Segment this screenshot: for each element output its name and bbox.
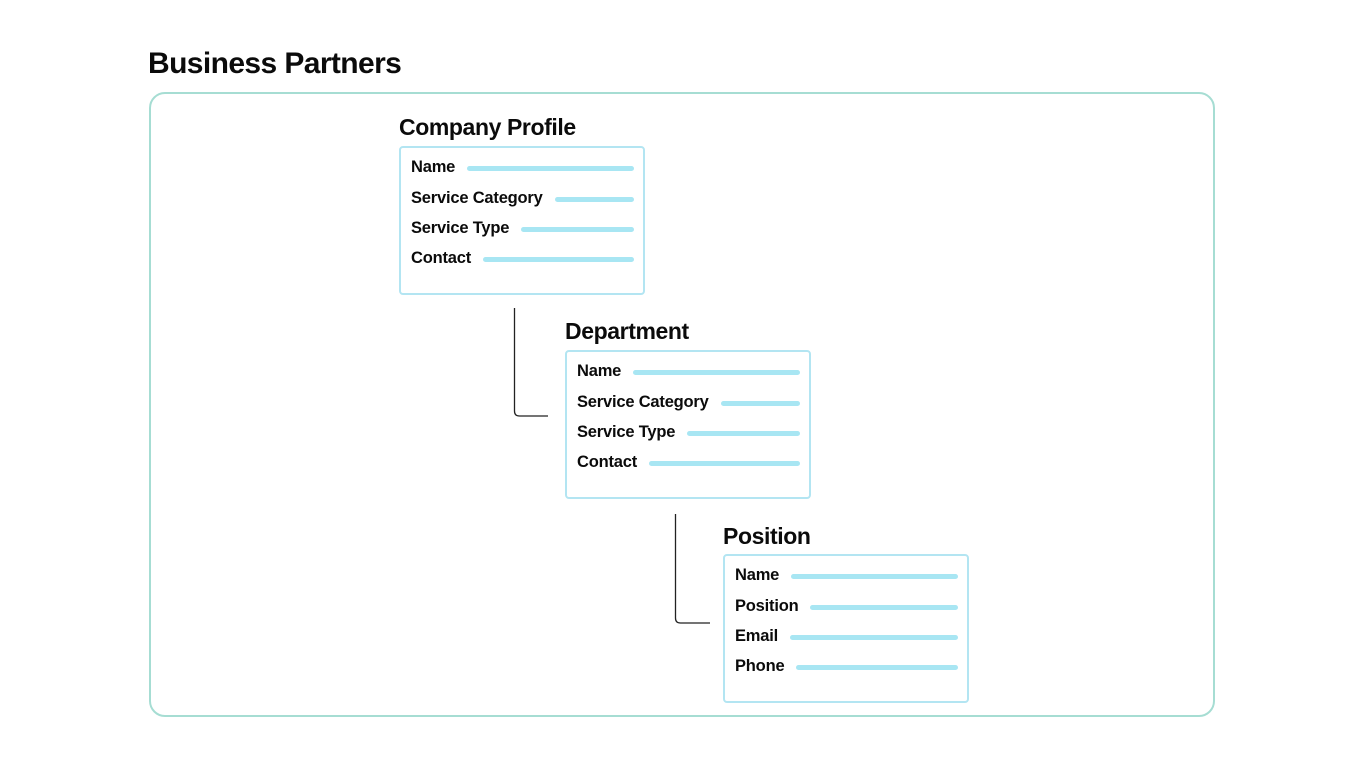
department-field-name: Name	[577, 360, 800, 382]
field-value-placeholder	[649, 461, 800, 466]
company-field-contact: Contact	[411, 247, 634, 269]
field-value-placeholder	[720, 401, 800, 406]
position-field-position: Position	[735, 595, 958, 617]
department-card: Name Service Category Service Type Conta…	[565, 350, 811, 499]
field-label: Phone	[735, 656, 785, 675]
diagram-frame	[149, 92, 1215, 717]
company-profile-title: Company Profile	[399, 114, 576, 140]
field-label: Service Category	[411, 188, 543, 207]
field-value-placeholder	[790, 635, 958, 640]
field-value-placeholder	[796, 665, 958, 670]
company-field-service-category: Service Category	[411, 187, 634, 209]
field-label: Service Type	[577, 422, 676, 441]
field-label: Position	[735, 596, 799, 615]
position-field-name: Name	[735, 564, 958, 586]
field-value-placeholder	[791, 574, 958, 579]
field-value-placeholder	[554, 197, 634, 202]
field-value-placeholder	[483, 257, 634, 262]
department-field-service-category: Service Category	[577, 391, 800, 413]
field-value-placeholder	[521, 227, 634, 232]
page-title: Business Partners	[148, 47, 402, 80]
field-label: Name	[411, 157, 456, 176]
field-label: Service Category	[577, 392, 709, 411]
field-value-placeholder	[810, 605, 958, 610]
field-value-placeholder	[633, 370, 800, 375]
field-label: Contact	[577, 452, 638, 471]
position-block: Position Name Position Email Phone	[723, 522, 969, 703]
field-label: Contact	[411, 248, 472, 267]
field-label: Name	[577, 361, 622, 380]
department-field-contact: Contact	[577, 451, 800, 473]
field-value-placeholder	[687, 431, 800, 436]
field-label: Service Type	[411, 218, 510, 237]
field-label: Name	[735, 565, 780, 584]
position-field-phone: Phone	[735, 655, 958, 677]
company-field-name: Name	[411, 156, 634, 178]
department-field-service-type: Service Type	[577, 421, 800, 443]
field-value-placeholder	[467, 166, 634, 171]
department-title: Department	[565, 318, 689, 344]
company-profile-card: Name Service Category Service Type Conta…	[399, 146, 645, 295]
company-profile-block: Company Profile Name Service Category Se…	[399, 113, 645, 295]
company-field-service-type: Service Type	[411, 217, 634, 239]
position-field-email: Email	[735, 625, 958, 647]
department-block: Department Name Service Category Service…	[565, 317, 811, 499]
field-label: Email	[735, 626, 779, 645]
position-title: Position	[723, 523, 811, 549]
position-card: Name Position Email Phone	[723, 554, 969, 703]
